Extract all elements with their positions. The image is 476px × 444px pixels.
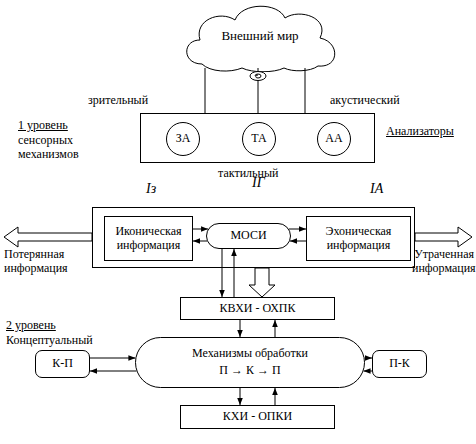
flow-symbol: Iз	[146, 181, 156, 198]
node-text-wrap: П-К	[373, 351, 426, 377]
process-box: Эхоническая информация	[306, 216, 411, 261]
node-text-wrap: ЗА	[167, 123, 199, 155]
node-text: П → К → П	[219, 364, 280, 378]
level-note: Концептуальный	[6, 333, 93, 347]
node-text: Механизмы обработки	[192, 347, 308, 361]
connector-line	[365, 358, 372, 359]
node-heading: Анализаторы	[386, 124, 454, 139]
connector-line	[305, 68, 306, 113]
level-heading: 1 уровень	[18, 118, 68, 132]
node-text-wrap: Внешний мир	[180, 0, 340, 72]
analyzer-circle: ТА	[242, 122, 276, 156]
connector-line	[258, 68, 259, 113]
node-text: Внешний мир	[221, 29, 298, 44]
node-text-wrap: МОСИ	[207, 224, 290, 248]
connector-line	[240, 388, 241, 405]
cloud-outline	[187, 6, 335, 72]
connector-line	[90, 371, 136, 372]
process-box: К-П	[35, 350, 90, 378]
node-text: П-К	[389, 357, 410, 371]
channel-label: тактильный	[218, 166, 278, 180]
node-text-wrap: АА	[318, 123, 350, 155]
node-text-wrap: КХИ - ОПКИ	[181, 406, 334, 428]
analyzer-circle: АА	[317, 122, 351, 156]
analyzer-circle: ЗА	[166, 122, 200, 156]
spiral-symbol	[255, 74, 261, 78]
node-text-wrap: КВХИ - ОХПК	[181, 298, 334, 319]
node-text: Эхоническая информация	[307, 225, 410, 253]
node-text: ЗА	[176, 132, 191, 146]
connector-line	[364, 371, 372, 372]
connector-line	[240, 320, 241, 337]
connector-line	[205, 68, 206, 113]
node-text-wrap: Иконическая информация	[105, 217, 192, 260]
spiral-symbol	[250, 72, 266, 81]
node-text: МОСИ	[230, 229, 266, 243]
edge-label: акустический	[330, 93, 400, 107]
flow-symbol: IГ	[252, 175, 265, 192]
node-text-wrap: Механизмы обработки П → К → П	[136, 338, 364, 387]
process-box: Иконическая информация	[104, 216, 193, 261]
memory-box: Иконическая информация МОСИ Эхоническая ин…	[92, 207, 415, 268]
analyzer-box: АнализаторыЗАТААА	[140, 113, 375, 163]
process-box: П-К	[372, 350, 427, 378]
process-oval: Механизмы обработки П → К → П	[135, 337, 365, 388]
node-text: К-П	[52, 357, 73, 371]
node-text-wrap: ТА	[243, 123, 275, 155]
node-text: КХИ - ОПКИ	[223, 410, 292, 424]
node-text-wrap: Эхоническая информация	[307, 217, 410, 260]
hollow-arrow	[4, 227, 92, 247]
node-text: Иконическая информация	[105, 225, 192, 253]
node-text: КВХИ - ОХПК	[219, 302, 295, 316]
process-oval: МОСИ	[206, 223, 291, 249]
connector-line	[90, 358, 135, 359]
flow-symbol: IA	[370, 181, 383, 198]
hollow-arrow	[415, 227, 472, 247]
edge-label: зрительный	[88, 93, 148, 107]
connector-line	[275, 388, 276, 405]
node-text-wrap: К-П	[36, 351, 89, 377]
node-text: ТА	[251, 132, 266, 146]
hollow-arrow	[249, 268, 275, 297]
cloud-shape: Внешний мир	[180, 0, 340, 72]
flow-note: Потерянная информация	[4, 247, 84, 276]
level-heading: 2 уровень	[6, 318, 56, 332]
process-box: КХИ - ОПКИ	[180, 405, 335, 429]
process-box: КВХИ - ОХПК	[180, 297, 335, 320]
level-note: сенсорных механизмов	[18, 133, 90, 162]
flow-note: Утраченная информация	[412, 247, 474, 276]
connector-line	[275, 320, 276, 337]
node-text: АА	[325, 132, 342, 146]
